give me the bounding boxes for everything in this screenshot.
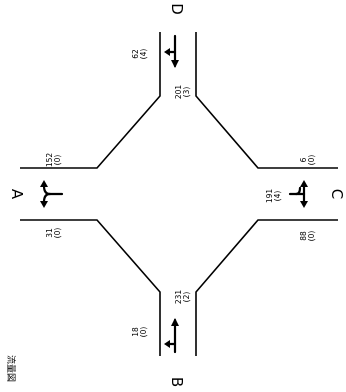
svg-text:152: 152: [45, 153, 54, 168]
svg-text:(0): (0): [307, 155, 316, 166]
count-c-3: 88 (0): [299, 231, 316, 242]
svg-text:231: 231: [174, 290, 183, 305]
count-b-1: 18 (0): [131, 327, 148, 338]
svg-text:6: 6: [299, 157, 308, 162]
count-b-2: 231 (2): [174, 290, 191, 305]
approach-label-c: C: [328, 189, 346, 199]
svg-text:(0): (0): [307, 231, 316, 242]
svg-text:(0): (0): [53, 228, 62, 239]
road-outline: [20, 32, 338, 356]
approach-label-d: D: [168, 3, 186, 15]
svg-text:(3): (3): [182, 87, 191, 98]
approach-label-a: A: [8, 189, 26, 200]
arrow-d-icon: [164, 34, 179, 68]
svg-text:(4): (4): [273, 191, 282, 202]
svg-text:88: 88: [299, 231, 308, 241]
svg-text:(0): (0): [53, 155, 62, 166]
approach-label-b: B: [168, 377, 186, 387]
svg-text:(2): (2): [182, 292, 191, 303]
svg-text:31: 31: [45, 228, 54, 238]
arrow-a-icon: [40, 180, 64, 208]
svg-text:62: 62: [131, 49, 140, 59]
svg-text:(0): (0): [139, 327, 148, 338]
count-d-1: 62 (4): [131, 49, 148, 60]
svg-text:201: 201: [174, 85, 183, 100]
count-a-2: 31 (0): [45, 228, 62, 239]
count-c-1: 6 (0): [299, 155, 316, 166]
svg-text:191: 191: [265, 189, 274, 204]
arrow-b-icon: [164, 318, 179, 354]
count-a-1: 152 (0): [45, 153, 62, 168]
arrow-c-icon: [288, 180, 308, 208]
diagram-title: 流量図: [5, 355, 17, 382]
svg-text:18: 18: [131, 327, 140, 337]
count-d-2: 201 (3): [174, 85, 191, 100]
count-c-2: 191 (4): [265, 189, 282, 204]
svg-text:(4): (4): [139, 49, 148, 60]
